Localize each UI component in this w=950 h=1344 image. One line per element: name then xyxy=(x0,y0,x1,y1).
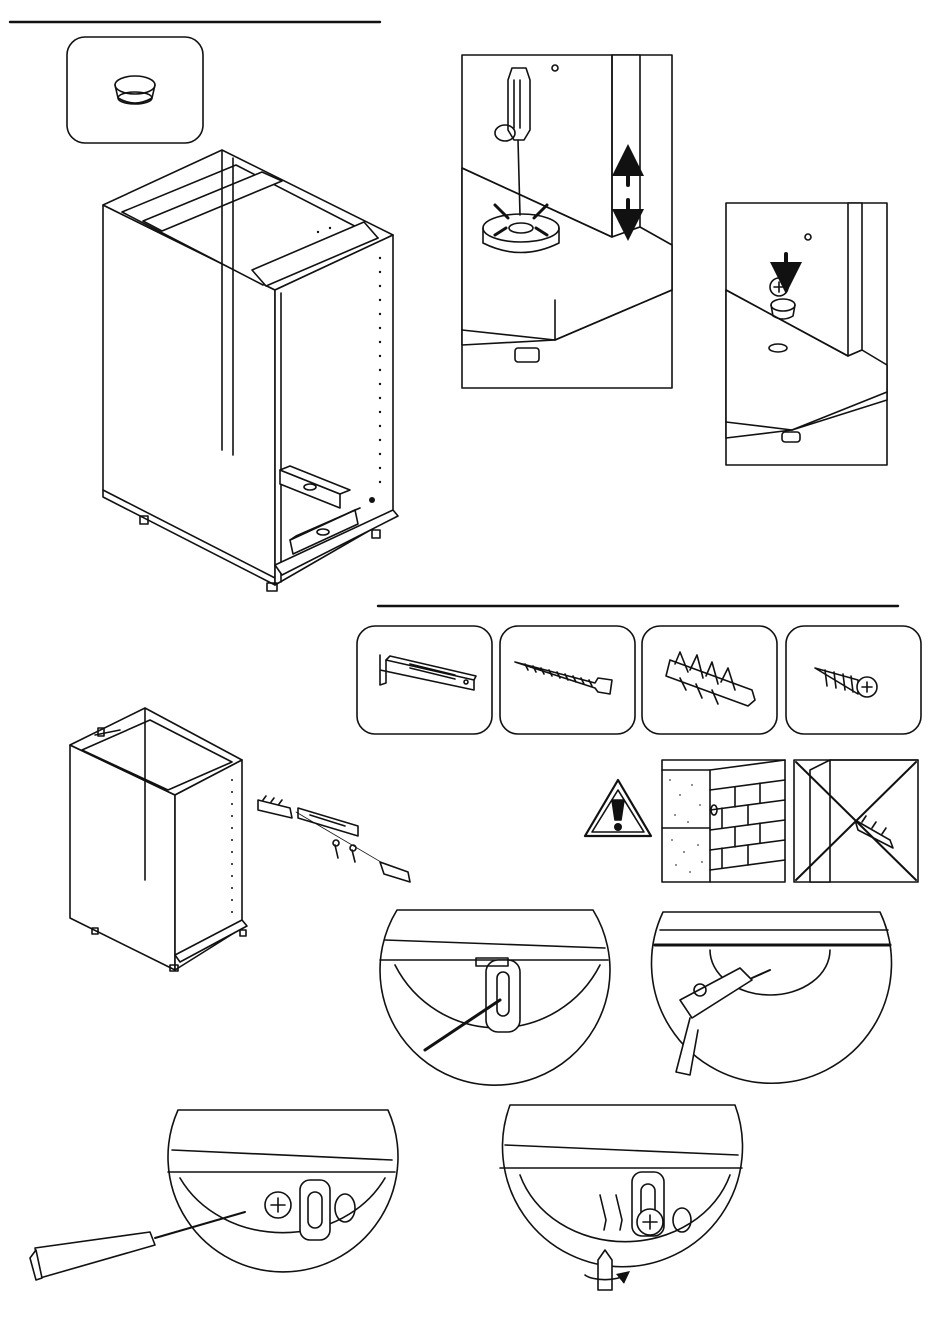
cap-plug-icon xyxy=(771,299,795,319)
part-box-wall-bracket xyxy=(357,626,492,734)
part-box-wall-plug xyxy=(642,626,777,734)
wall-plug-icon xyxy=(666,652,755,706)
part-box-screw xyxy=(786,626,921,734)
levelling-detail-cap xyxy=(726,203,887,465)
warning-icon xyxy=(585,780,651,836)
levelling-detail-screwdriver xyxy=(462,55,672,388)
brick-speckle xyxy=(669,779,703,873)
brick-wall-icon xyxy=(662,760,785,882)
screw-head-icon xyxy=(265,1192,291,1218)
detail-tighten-bracket xyxy=(500,1105,743,1290)
wood-screw-icon xyxy=(515,662,612,694)
part-box-wood-screw xyxy=(500,626,635,734)
screw-icon xyxy=(815,668,877,697)
cap-plug-icon xyxy=(115,76,155,104)
screw-head-icon xyxy=(770,278,788,296)
cap-plug-detail xyxy=(67,37,203,143)
wall-bracket-icon xyxy=(380,655,476,690)
exploded-wall-fixings xyxy=(258,796,410,882)
screw-head-icon xyxy=(637,1209,663,1235)
detail-drilling xyxy=(652,912,892,1083)
small-cabinet-icon xyxy=(70,708,247,971)
detail-screw-bracket xyxy=(30,1110,398,1280)
plasterboard-wall-icon xyxy=(794,760,918,882)
detail-mark-drill-position xyxy=(380,910,610,1085)
